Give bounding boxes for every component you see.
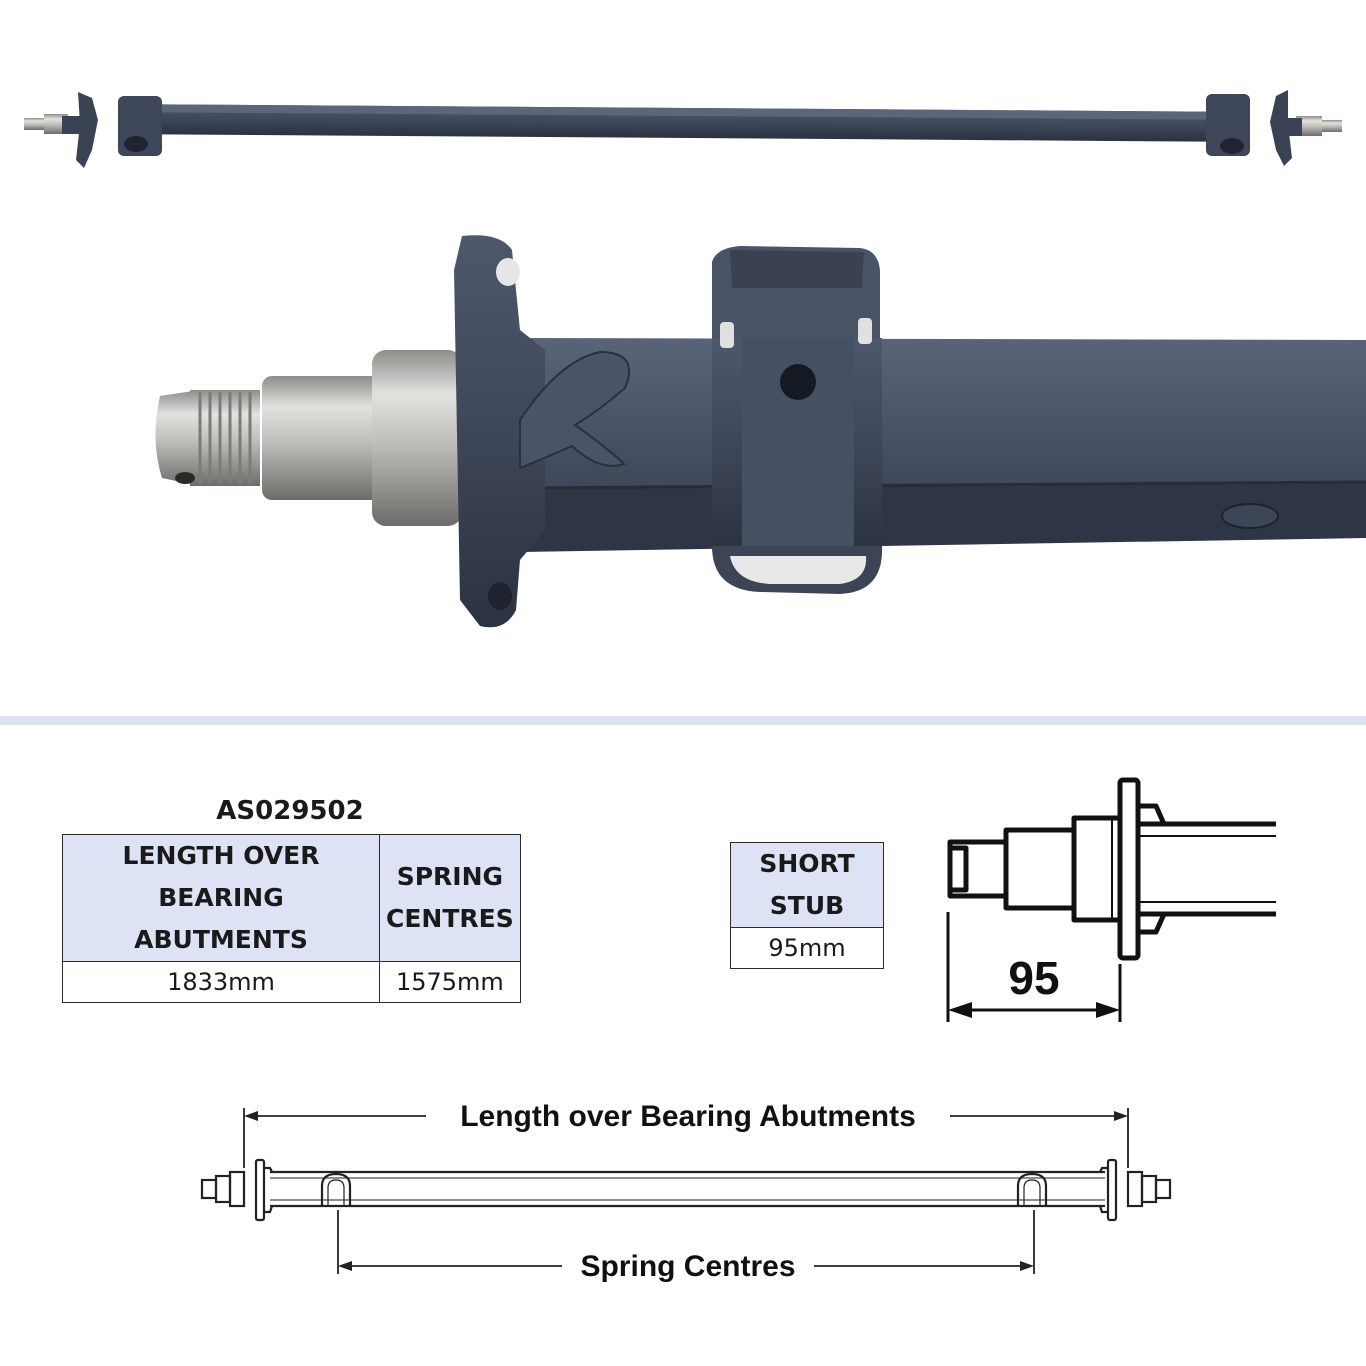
header-short-stub: SHORT STUB [730, 842, 884, 928]
stub-table-header-row: SHORT STUB [730, 842, 884, 928]
spec-table-value-row: 1833mm 1575mm [62, 961, 521, 1003]
value-length-over-bearing-abutments: 1833mm [62, 961, 380, 1003]
header-spring-line-2: CENTRES [386, 904, 514, 933]
section-divider [0, 716, 1366, 725]
value-short-stub: 95mm [730, 927, 884, 969]
full-axle-photo [24, 90, 1342, 168]
axle-outline [200, 1158, 1172, 1222]
stub-table-value-row: 95mm [730, 927, 884, 969]
spec-table: LENGTH OVER BEARING ABUTMENTS SPRING CEN… [62, 834, 521, 1003]
length-over-bearing-abutments-label: Length over Bearing Abutments [460, 1100, 916, 1133]
stub-outline [947, 777, 1276, 961]
value-spring-centres: 1575mm [379, 961, 521, 1003]
stub-diagram: 95 [946, 777, 1276, 1022]
part-number: AS029502 [216, 796, 364, 826]
header-length-line-1: LENGTH OVER [122, 841, 320, 870]
axle-photo [24, 90, 1366, 628]
header-spring-line-1: SPRING [396, 862, 504, 891]
header-spring-centres: SPRING CENTRES [379, 834, 521, 962]
axle-end-closeup-photo [155, 235, 1366, 628]
header-length-over-bearing-abutments: LENGTH OVER BEARING ABUTMENTS [62, 834, 380, 962]
spec-table-header-row: LENGTH OVER BEARING ABUTMENTS SPRING CEN… [62, 834, 521, 962]
stub-table: SHORT STUB 95mm [730, 842, 884, 969]
header-short-line: SHORT [759, 849, 855, 878]
header-stub-line: STUB [769, 891, 845, 920]
axle-dimension-lines [243, 1108, 1129, 1274]
stub-dimension-label: 95 [1008, 952, 1059, 1004]
spring-centres-label: Spring Centres [580, 1250, 795, 1283]
stub-dimension [946, 912, 1122, 1022]
axle-dimension-diagram: Length over Bearing Abutments Spring Cen… [200, 1100, 1172, 1283]
header-length-line-2: BEARING ABUTMENTS [134, 883, 308, 954]
